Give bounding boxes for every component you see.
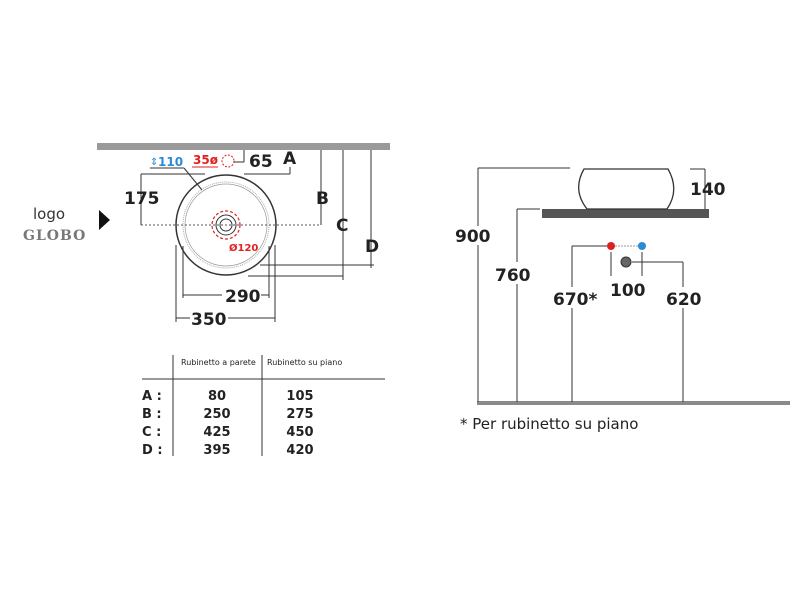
table-row: B : 250 275 [142,407,314,422]
dim-35: 35ø [193,153,218,167]
drawing-element: C : [142,425,161,440]
height-arrows-icon: ⇕ [150,157,158,168]
elevation-view: 140 900 760 670* 100 620 * Per rubinetto… [455,167,790,433]
drawing-element: 250 [203,407,230,422]
dim-drain: Ø120 [229,242,258,254]
table-header-wall: Rubinetto a parete [181,358,256,367]
floor-bar [477,401,790,405]
table-header-deck: Rubinetto su piano [267,358,342,367]
drawing-element: 80 [208,389,226,404]
dimension-line [183,167,203,191]
dim-900: 900 [455,227,491,247]
table-row: A : 80 105 [142,389,314,404]
tap-hole [221,154,235,168]
dim-620: 620 [666,290,702,310]
dim-760: 760 [495,266,531,286]
drawing-element: 395 [203,443,230,458]
wall-bar [97,143,390,150]
footnote: * Per rubinetto su piano [460,415,638,433]
label-a: A [283,149,297,169]
dim-100: 100 [610,281,646,301]
drain-outer [215,214,237,236]
drawing-element: B : [142,407,162,422]
hot-water-icon [607,242,615,250]
label-b: B [316,189,329,209]
label-d: D [365,237,379,257]
plan-view: 175 ⇕ 110 35ø 65 A B C D Ø120 290 [97,143,390,330]
drawing-element: 450 [286,425,313,440]
counter-top [542,209,709,218]
dim-290: 290 [225,287,261,307]
table-row: C : 425 450 [142,425,314,440]
drawing-element: 425 [203,425,230,440]
table-row: D : 395 420 [142,443,314,458]
basin-profile [578,168,675,210]
drain-outlet-icon [620,256,632,268]
dim-175: 175 [124,189,160,209]
pointer-arrow-icon [99,210,110,230]
dim-350: 350 [191,310,227,330]
cold-water-icon [638,242,646,250]
drawing-element: 420 [286,443,313,458]
dim-110: 110 [158,155,183,169]
dim-140: 140 [690,180,726,200]
dimension-table: Rubinetto a parete Rubinetto su piano A … [142,355,385,458]
label-c: C [336,216,348,236]
logo-globo: GLOBO [23,228,86,244]
drawing-element: 275 [286,407,313,422]
drawing-element: 105 [286,389,313,404]
drawing-element: D : [142,443,163,458]
dim-65: 65 [249,152,273,172]
drain-clearance [211,210,241,240]
drawing-element: A : [142,389,162,404]
logo-label: logo [33,205,65,223]
dim-670: 670* [553,290,597,310]
drain-inner [219,218,233,232]
